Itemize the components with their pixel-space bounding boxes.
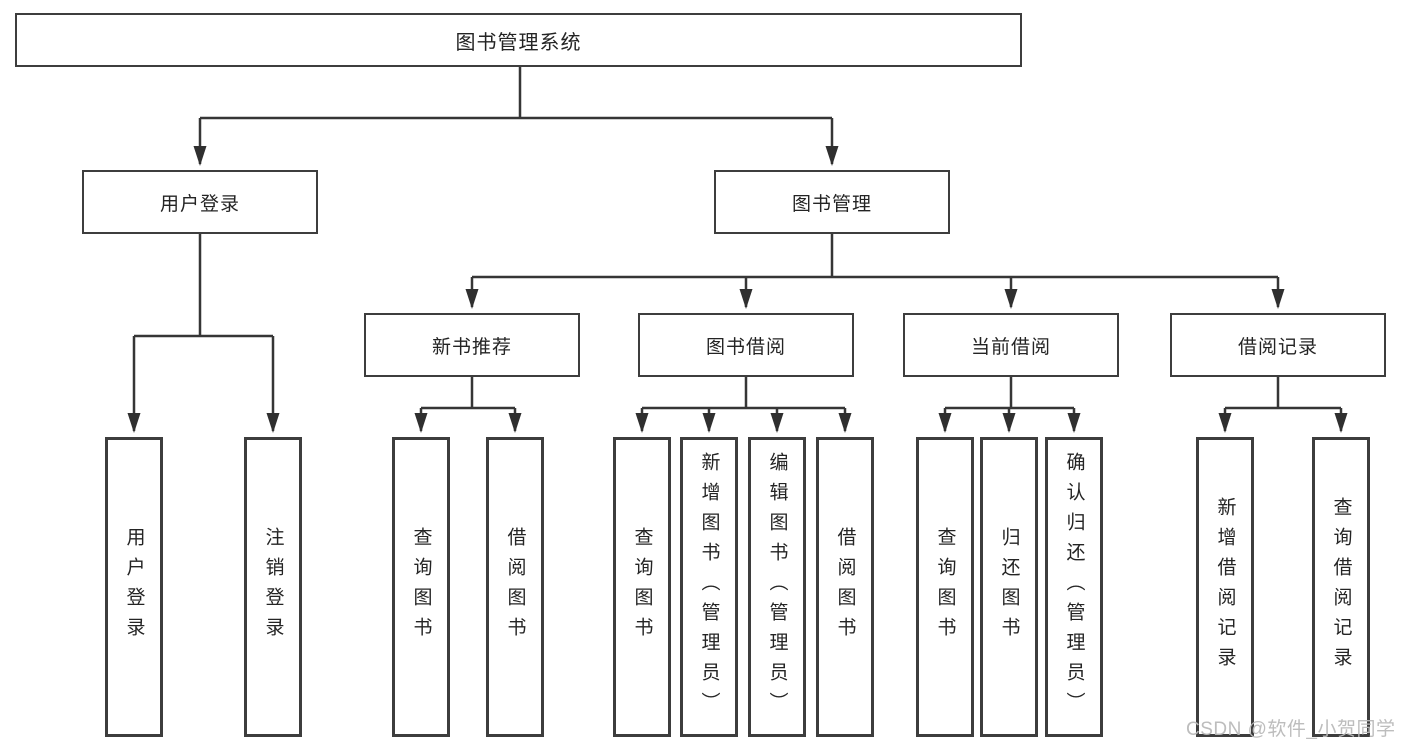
leaf-confirm-return-admin: 确认归还（管理员）	[1045, 437, 1103, 737]
leaf-logout: 注销登录	[244, 437, 302, 737]
node-new-book-recommend-label: 新书推荐	[431, 336, 512, 358]
node-root-label: 图书管理系统	[455, 31, 582, 54]
leaf-return-books: 归还图书	[980, 437, 1038, 737]
leaf-query-books-3-label: 查询图书	[934, 527, 956, 647]
leaf-add-borrow-record: 新增借阅记录	[1196, 437, 1254, 737]
leaf-return-books-label: 归还图书	[998, 527, 1020, 647]
leaf-borrow-books-2: 借阅图书	[816, 437, 874, 737]
connector-book-mgmt	[472, 234, 1278, 279]
watermark-text: CSDN @软件_小贺同学	[1186, 719, 1396, 740]
leaf-query-books-2-label: 查询图书	[631, 527, 653, 647]
node-user-login: 用户登录	[82, 170, 318, 234]
node-book-borrow: 图书借阅	[638, 313, 854, 377]
node-borrow-records: 借阅记录	[1170, 313, 1386, 377]
node-book-management-label: 图书管理	[791, 193, 872, 215]
node-book-management: 图书管理	[714, 170, 950, 234]
leaf-edit-books-admin: 编辑图书（管理员）	[748, 437, 806, 737]
leaf-query-borrow-record-label: 查询借阅记录	[1330, 497, 1352, 677]
node-user-login-label: 用户登录	[159, 193, 240, 215]
leaf-user-login: 用户登录	[105, 437, 163, 737]
leaf-query-books-1-label: 查询图书	[410, 527, 432, 647]
leaf-logout-label: 注销登录	[262, 527, 284, 647]
leaf-edit-books-admin-label: 编辑图书（管理员）	[766, 452, 788, 722]
connector-borrow-records	[1225, 377, 1341, 410]
leaf-borrow-books-1: 借阅图书	[486, 437, 544, 737]
leaf-query-books-2: 查询图书	[613, 437, 671, 737]
node-new-book-recommend: 新书推荐	[364, 313, 580, 377]
node-root-system: 图书管理系统	[15, 13, 1022, 67]
node-book-borrow-label: 图书借阅	[705, 336, 786, 358]
leaf-add-books-admin: 新增图书（管理员）	[680, 437, 738, 737]
leaf-borrow-books-2-label: 借阅图书	[834, 527, 856, 647]
connector-current-borrow	[945, 377, 1074, 410]
connector-new-books	[421, 377, 515, 410]
connector-book-borrow	[642, 377, 845, 410]
connector-root	[200, 67, 832, 120]
leaf-confirm-return-admin-label: 确认归还（管理员）	[1063, 452, 1085, 722]
leaf-add-books-admin-label: 新增图书（管理员）	[698, 452, 720, 722]
node-borrow-records-label: 借阅记录	[1237, 336, 1318, 358]
leaf-borrow-books-1-label: 借阅图书	[504, 527, 526, 647]
leaf-user-login-label: 用户登录	[123, 527, 145, 647]
node-current-borrow-label: 当前借阅	[970, 336, 1051, 358]
leaf-query-books-1: 查询图书	[392, 437, 450, 737]
leaf-query-books-3: 查询图书	[916, 437, 974, 737]
leaf-query-borrow-record: 查询借阅记录	[1312, 437, 1370, 737]
connector-user-login	[134, 234, 273, 338]
leaf-add-borrow-record-label: 新增借阅记录	[1214, 497, 1236, 677]
node-current-borrow: 当前借阅	[903, 313, 1119, 377]
